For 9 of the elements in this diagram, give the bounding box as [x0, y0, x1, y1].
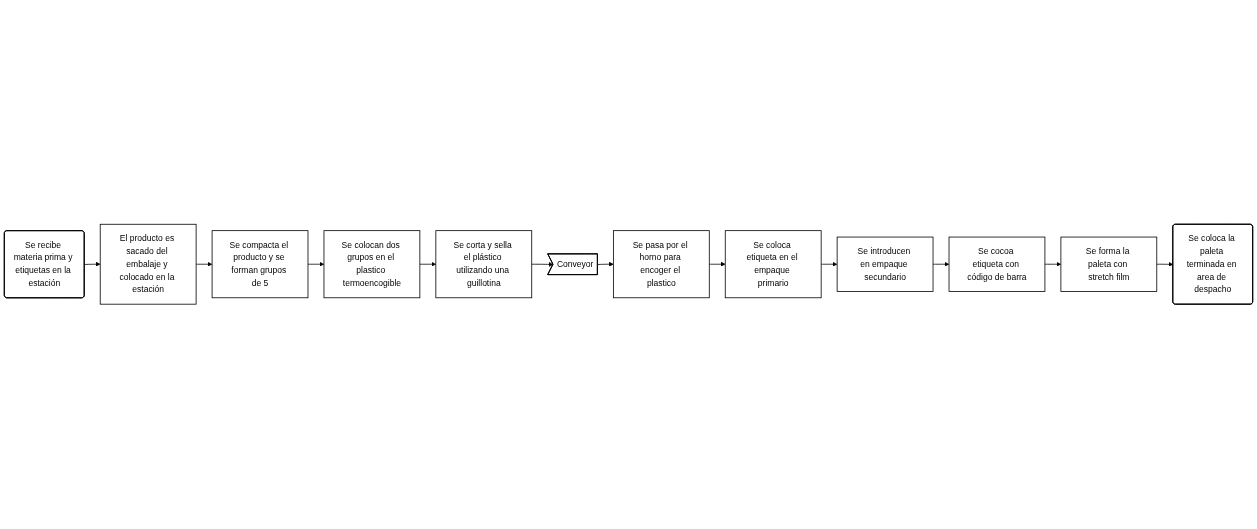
node-box: Se pasa por el horno para encoger el plastico — [613, 230, 710, 299]
node-box: Se compacta el producto y se forman grupos de 5 — [211, 230, 309, 299]
node-box: Se forma la paleta con stretch film — [1060, 236, 1158, 293]
node-box: El producto es sacado del embalaje y colocado en la estación — [99, 224, 197, 305]
node-box: Se coloca etiqueta en el empaque primario — [724, 230, 822, 299]
node-box: Se corta y sella el plástico utilizando una guillotina — [435, 230, 533, 299]
node-box: Se colocan dos grupos en el plastico termoencogible — [323, 230, 421, 299]
node-box: Se cocoa etiqueta con código de barra — [948, 236, 1046, 293]
node-box: Se introducen en empaque secundario — [836, 236, 934, 293]
